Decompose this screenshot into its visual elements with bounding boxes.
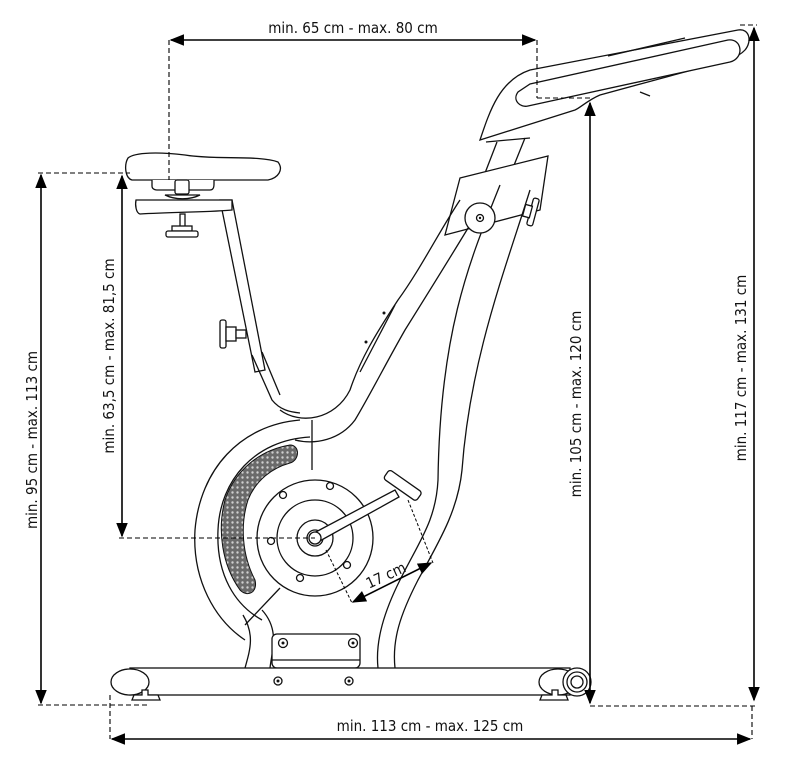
crank-arm xyxy=(308,469,422,545)
dim-overall-length: min. 113 cm - max. 125 cm xyxy=(109,695,753,745)
handlebar xyxy=(478,29,750,142)
dim-handlebar-inner-height: min. 105 cm - max. 120 cm xyxy=(567,101,596,705)
flywheel-cover xyxy=(194,419,374,641)
seat-adjust-knob xyxy=(219,319,247,349)
dim-label-saddle-to-handlebar: min. 65 cm - max. 80 cm xyxy=(268,19,437,37)
side-lever xyxy=(521,197,540,227)
dim-label-saddle-to-crank: min. 63,5 cm - max. 81,5 cm xyxy=(100,258,118,453)
dim-label-crank-length: 17 cm xyxy=(363,558,409,592)
cover-screws xyxy=(266,481,352,583)
dimension-lines: min. 65 cm - max. 80 cm min. 113 cm - ma… xyxy=(23,19,760,745)
transport-wheel xyxy=(562,667,592,697)
dim-label-handlebar-top-height: min. 117 cm - max. 131 cm xyxy=(732,275,750,462)
dim-saddle-height: min. 95 cm - max. 113 cm xyxy=(23,172,150,706)
dim-saddle-to-handlebar: min. 65 cm - max. 80 cm xyxy=(168,19,590,180)
dim-label-overall-length: min. 113 cm - max. 125 cm xyxy=(337,717,524,735)
dim-saddle-to-crank: min. 63,5 cm - max. 81,5 cm xyxy=(100,174,315,539)
bike-drawing xyxy=(110,29,750,701)
ventilation-grille xyxy=(220,444,298,595)
pedal xyxy=(383,469,422,501)
frame xyxy=(242,184,531,669)
rear-foot xyxy=(110,668,150,696)
saddle xyxy=(125,152,282,238)
resistance-knob xyxy=(464,202,496,234)
base-plate xyxy=(271,633,361,669)
dim-label-handlebar-inner-height: min. 105 cm - max. 120 cm xyxy=(567,311,585,498)
seat-post xyxy=(219,199,301,414)
dim-handlebar-top-height: min. 117 cm - max. 131 cm xyxy=(590,24,760,707)
dim-label-saddle-height: min. 95 cm - max. 113 cm xyxy=(23,351,41,529)
base-rail xyxy=(110,667,592,701)
dim-crank-length: 17 cm xyxy=(325,499,434,604)
